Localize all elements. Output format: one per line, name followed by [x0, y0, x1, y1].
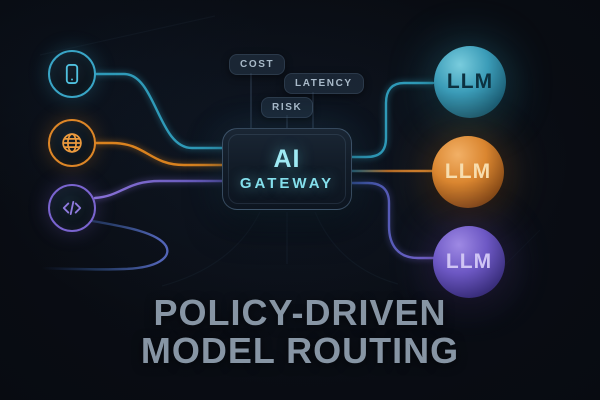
gateway-title-line1: AI	[273, 144, 301, 173]
llm-node-purple: LLM	[433, 226, 505, 298]
policy-tag-cost-label: COST	[240, 59, 275, 70]
policy-tag-latency: LATENCY	[284, 73, 364, 94]
caption-line2: MODEL ROUTING	[140, 330, 460, 371]
input-wires	[92, 71, 225, 201]
policy-tag-risk: RISK	[261, 97, 314, 118]
llm-node-teal: LLM	[434, 46, 506, 118]
client-node-developer	[48, 184, 96, 232]
diagram-caption: POLICY-DRIVEN MODEL ROUTING	[0, 294, 600, 370]
policy-tag-risk-label: RISK	[272, 102, 303, 113]
output-wires	[349, 80, 437, 261]
client-node-mobile	[48, 50, 96, 98]
policy-tag-latency-label: LATENCY	[295, 78, 353, 89]
llm-node-orange-label: LLM	[444, 160, 492, 183]
globe-icon	[59, 130, 85, 156]
code-brackets-icon	[59, 195, 85, 221]
caption-line1: POLICY-DRIVEN	[153, 292, 447, 333]
decorative-swoosh	[38, 219, 169, 271]
gateway-title-line2: GATEWAY	[239, 174, 335, 192]
smartphone-icon	[59, 61, 85, 87]
llm-node-purple-label: LLM	[445, 250, 493, 273]
llm-node-teal-label: LLM	[446, 70, 494, 93]
policy-tag-cost: COST	[229, 54, 286, 75]
client-node-web	[48, 119, 96, 167]
llm-node-orange: LLM	[432, 136, 504, 208]
ai-gateway-node: AI GATEWAY	[222, 128, 352, 210]
